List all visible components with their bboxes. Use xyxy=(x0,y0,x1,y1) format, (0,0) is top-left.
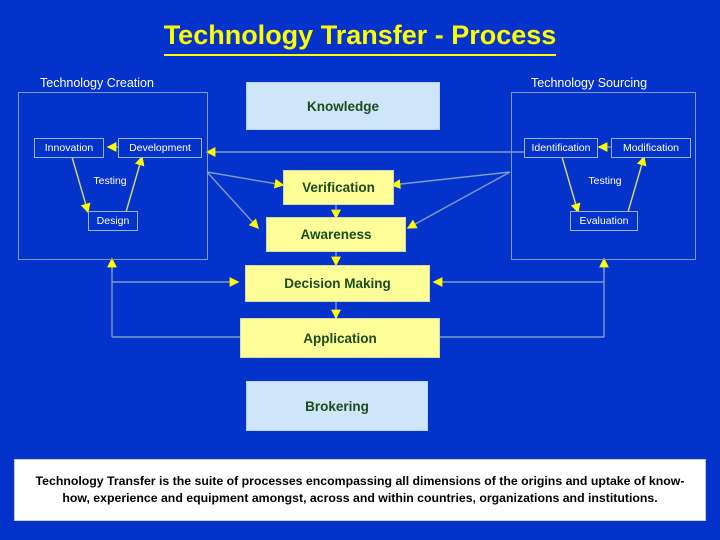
node-development[interactable]: Development xyxy=(118,138,202,158)
node-development-label: Development xyxy=(129,142,191,154)
definition-caption: Technology Transfer is the suite of proc… xyxy=(14,459,706,521)
node-modification-label: Modification xyxy=(622,142,680,154)
page-title: Technology Transfer - Process xyxy=(0,20,720,56)
flow-node-verification[interactable]: Verification xyxy=(283,170,394,205)
annotation-testing-right: Testing xyxy=(588,175,622,187)
node-modification[interactable]: Modification xyxy=(611,138,691,158)
flow-node-awareness[interactable]: Awareness xyxy=(266,217,406,252)
flow-node-decision-making[interactable]: Decision Making xyxy=(245,265,430,302)
node-innovation-label: Innovation xyxy=(44,142,94,154)
flow-node-brokering[interactable]: Brokering xyxy=(246,381,428,431)
page-title-text: Technology Transfer - Process xyxy=(163,20,557,56)
flow-node-awareness-label: Awareness xyxy=(300,227,372,242)
flow-node-decision-making-label: Decision Making xyxy=(284,276,391,291)
flow-node-brokering-label: Brokering xyxy=(305,398,369,414)
region-label-technology-sourcing: Technology Sourcing xyxy=(531,76,648,90)
definition-caption-text: Technology Transfer is the suite of proc… xyxy=(35,474,685,505)
node-evaluation[interactable]: Evaluation xyxy=(570,211,638,231)
annotation-testing-left: Testing xyxy=(93,175,127,187)
region-label-technology-creation: Technology Creation xyxy=(40,76,154,90)
node-design[interactable]: Design xyxy=(88,211,138,231)
node-identification[interactable]: Identification xyxy=(524,138,598,158)
flow-node-application-label: Application xyxy=(303,330,377,346)
node-innovation[interactable]: Innovation xyxy=(34,138,104,158)
flow-node-knowledge[interactable]: Knowledge xyxy=(246,82,440,130)
node-evaluation-label: Evaluation xyxy=(579,215,629,227)
flow-node-application[interactable]: Application xyxy=(240,318,440,358)
flow-node-knowledge-label: Knowledge xyxy=(306,98,379,114)
node-design-label: Design xyxy=(96,215,130,227)
node-identification-label: Identification xyxy=(531,142,591,154)
flow-node-verification-label: Verification xyxy=(302,180,375,195)
